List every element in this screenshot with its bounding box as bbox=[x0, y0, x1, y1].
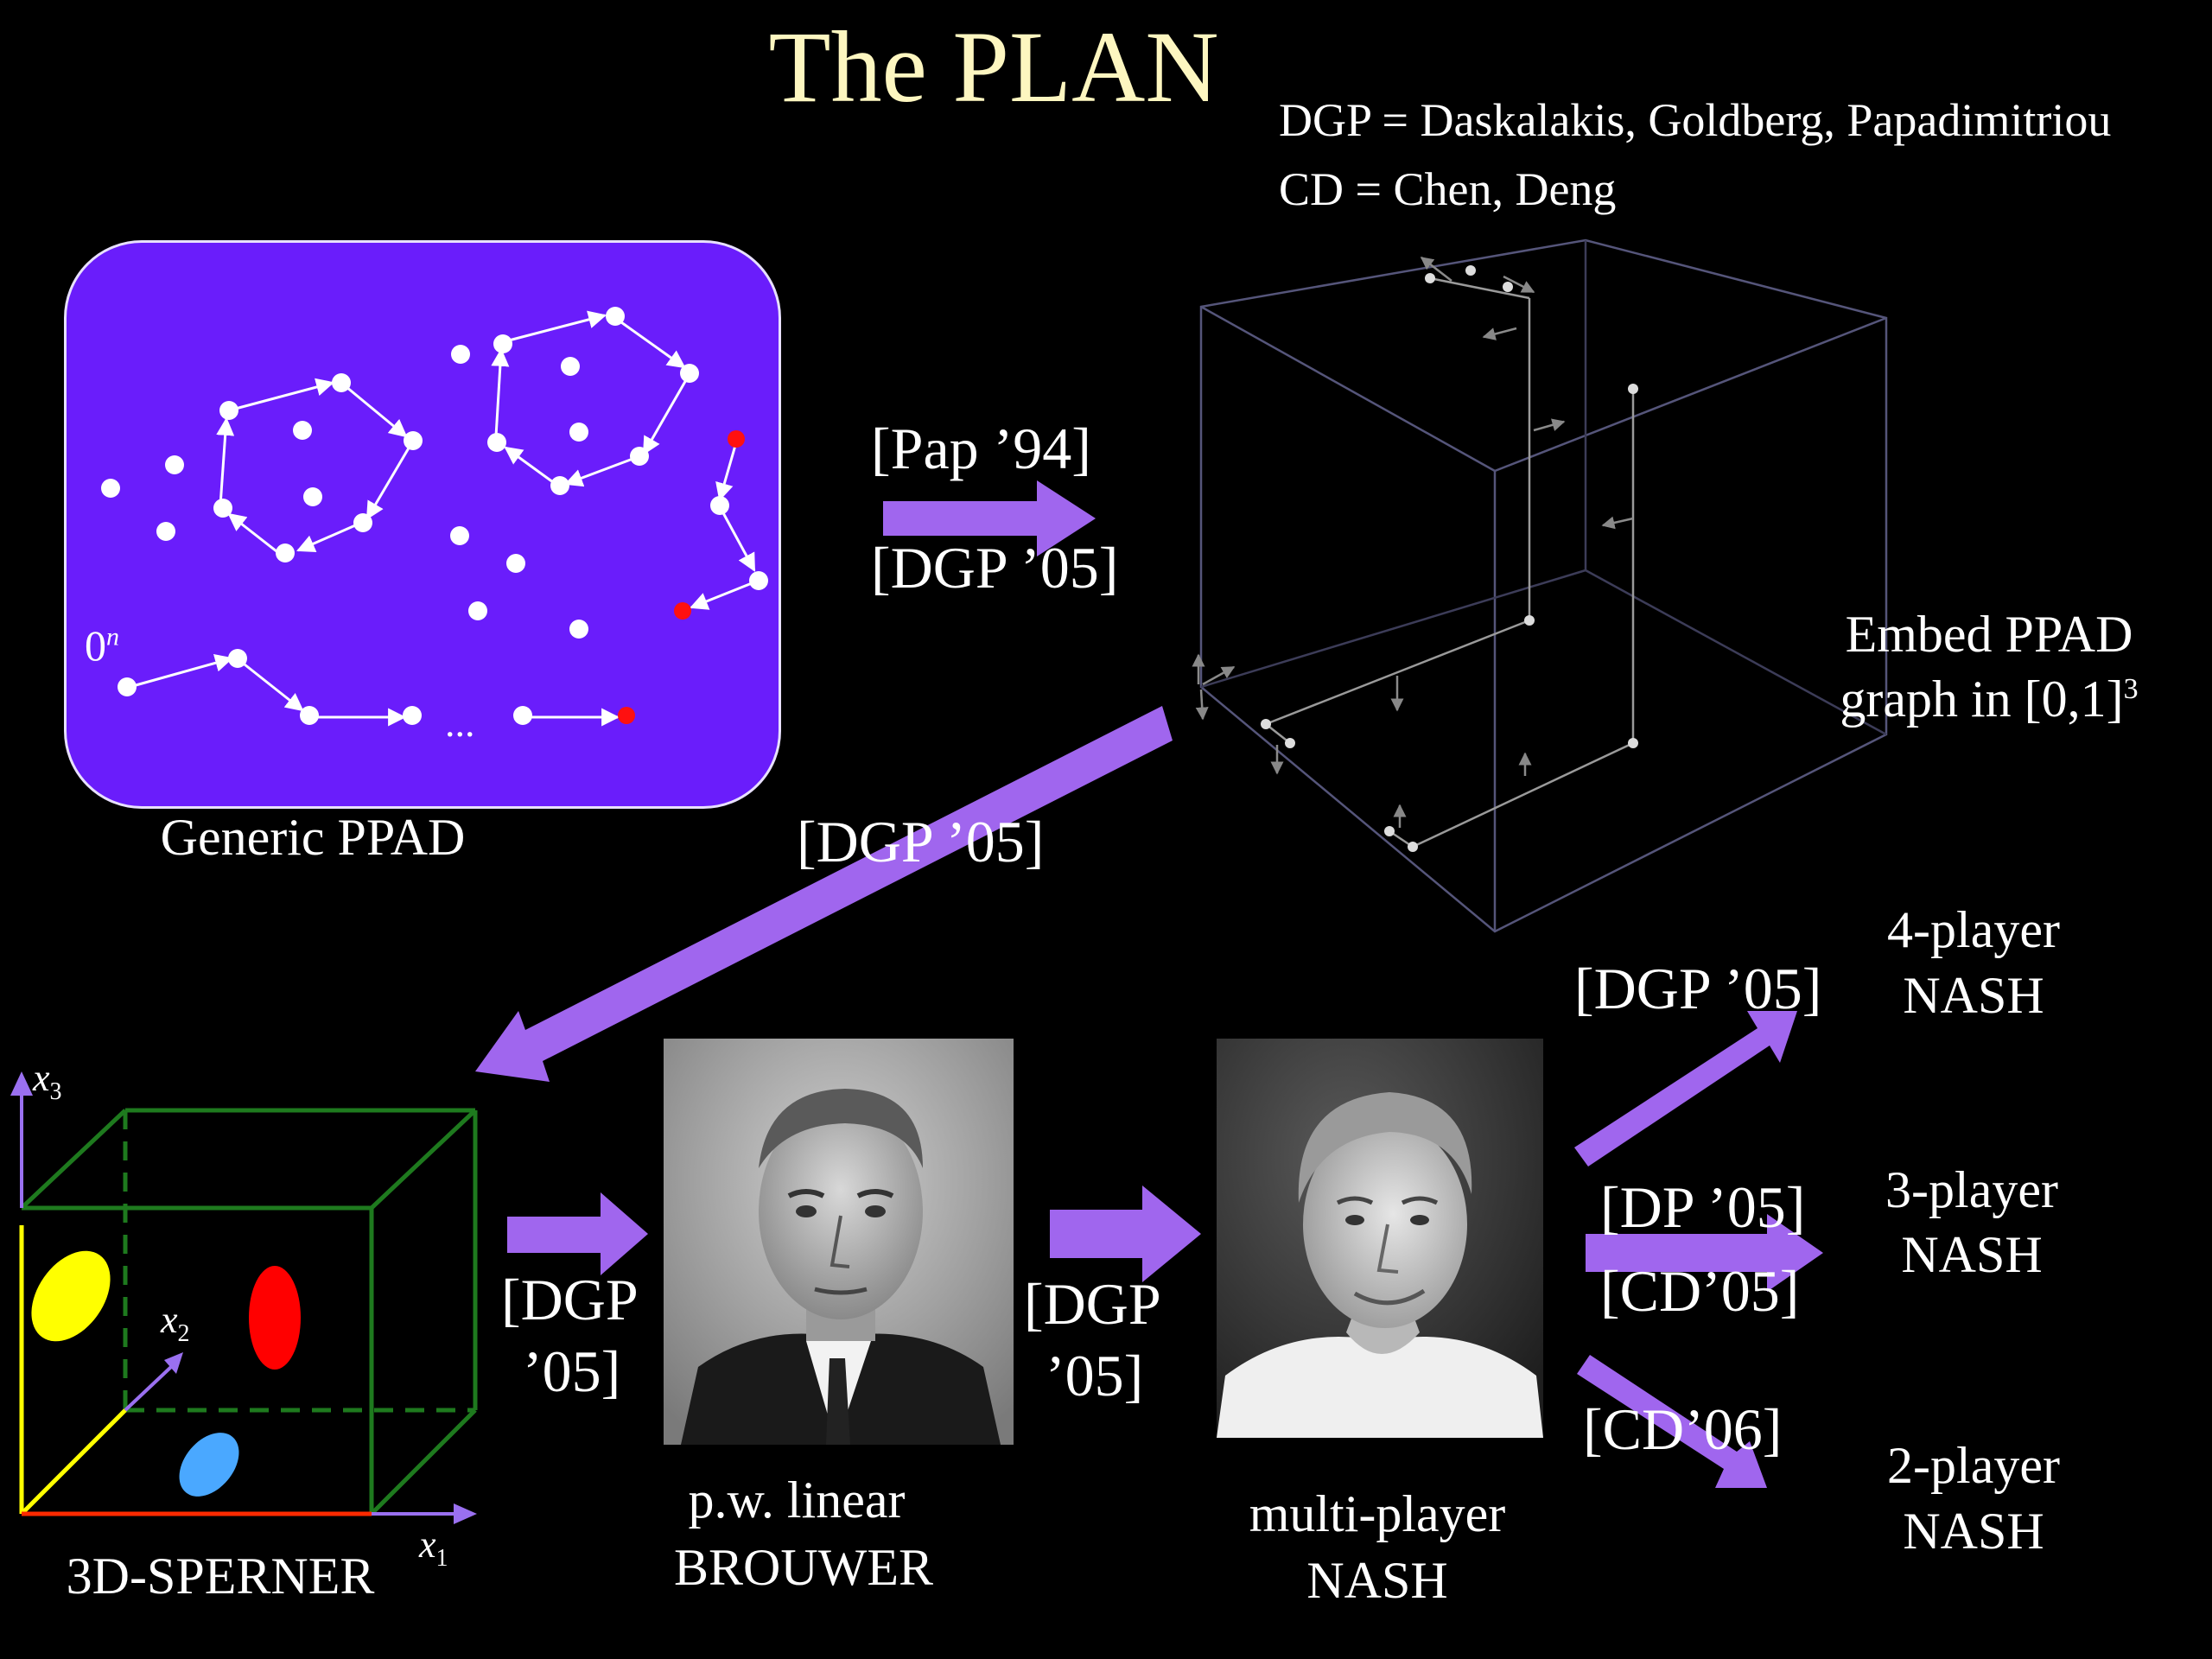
nash3-label-1: 3-player bbox=[1885, 1161, 2058, 1218]
embed-cube bbox=[1199, 238, 1888, 933]
axis-x1-label: x1 bbox=[419, 1523, 448, 1572]
legend-dgp: DGP = Daskalakis, Goldberg, Papadimitrio… bbox=[1279, 94, 2112, 146]
embed-arrows bbox=[1192, 257, 1634, 828]
sperner-cube bbox=[19, 1108, 478, 1516]
nash-portrait bbox=[1217, 1039, 1543, 1438]
blue-region bbox=[179, 1433, 239, 1497]
axis-x3-label: x3 bbox=[33, 1057, 62, 1105]
red-region bbox=[249, 1266, 301, 1370]
cite-dgp05-top: [DGP ’05] bbox=[871, 535, 1119, 601]
cite-pap94: [Pap ’94] bbox=[871, 416, 1091, 481]
cite-dgp05-4p: [DGP ’05] bbox=[1574, 956, 1822, 1021]
ppad-edges bbox=[129, 310, 756, 727]
embed-path bbox=[1265, 276, 1635, 849]
ppad-nodes bbox=[101, 307, 768, 725]
generic-ppad-label: Generic PPAD bbox=[160, 809, 466, 866]
cite-cd06: [CD’06] bbox=[1583, 1396, 1783, 1462]
yellow-region bbox=[31, 1250, 111, 1342]
sperner-axes bbox=[10, 1071, 477, 1524]
nash4-label-1: 4-player bbox=[1887, 901, 2060, 958]
legend-cd: CD = Chen, Deng bbox=[1279, 163, 1617, 215]
cite-dp05: [DP ’05] bbox=[1600, 1174, 1806, 1240]
ppad-red-nodes bbox=[618, 430, 745, 724]
brouwer-label-2: BROUWER bbox=[674, 1539, 933, 1596]
axis-x2-label: x2 bbox=[161, 1299, 190, 1347]
nash2-label-1: 2-player bbox=[1887, 1437, 2060, 1494]
embed-label-1: Embed PPAD bbox=[1845, 606, 2133, 663]
cite-dgp05-sperner-b: ’05] bbox=[523, 1338, 621, 1404]
embed-label-2: graph in [0,1]3 bbox=[1840, 671, 2139, 728]
nash-multi-label-2: NASH bbox=[1306, 1552, 1448, 1609]
cite-dgp05-sperner-a: [DGP bbox=[501, 1267, 639, 1332]
ppad-graph-box bbox=[64, 240, 781, 809]
cite-dgp05-brouwer-a: [DGP bbox=[1024, 1271, 1161, 1337]
cite-dgp05-diag: [DGP ’05] bbox=[797, 809, 1045, 874]
sperner-label: 3D-SPERNER bbox=[66, 1548, 375, 1605]
nash3-label-2: NASH bbox=[1901, 1226, 2043, 1283]
zero-n-label: 0n bbox=[85, 621, 119, 670]
nash2-label-2: NASH bbox=[1903, 1503, 2044, 1560]
ppad-ellipsis: ... bbox=[445, 701, 475, 745]
purple-arrows bbox=[475, 480, 1823, 1488]
nash4-label-2: NASH bbox=[1903, 967, 2044, 1024]
cite-cd05: [CD’05] bbox=[1600, 1258, 1800, 1324]
cite-dgp05-brouwer-b: ’05] bbox=[1046, 1343, 1144, 1408]
embed-nodes bbox=[1261, 265, 1638, 852]
page-title: The PLAN bbox=[768, 10, 1219, 124]
brouwer-portrait bbox=[664, 1039, 1014, 1445]
nash-multi-label-1: multi-player bbox=[1249, 1485, 1506, 1542]
brouwer-label-1: p.w. linear bbox=[688, 1471, 906, 1529]
